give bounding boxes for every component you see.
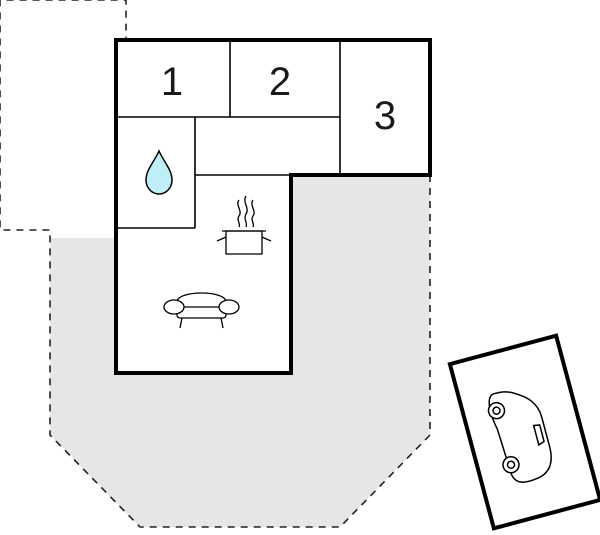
room-2-label: 2 (269, 60, 291, 104)
water-drop-icon (145, 149, 173, 195)
terrace-outline (0, 0, 431, 528)
room-3-label: 3 (374, 94, 396, 138)
house-walls (114, 38, 432, 375)
cooking-pot-icon (216, 195, 272, 255)
parking-space (447, 333, 600, 531)
sofa-icon (163, 292, 240, 329)
car-icon (487, 391, 552, 483)
room-1-label: 1 (161, 60, 183, 104)
